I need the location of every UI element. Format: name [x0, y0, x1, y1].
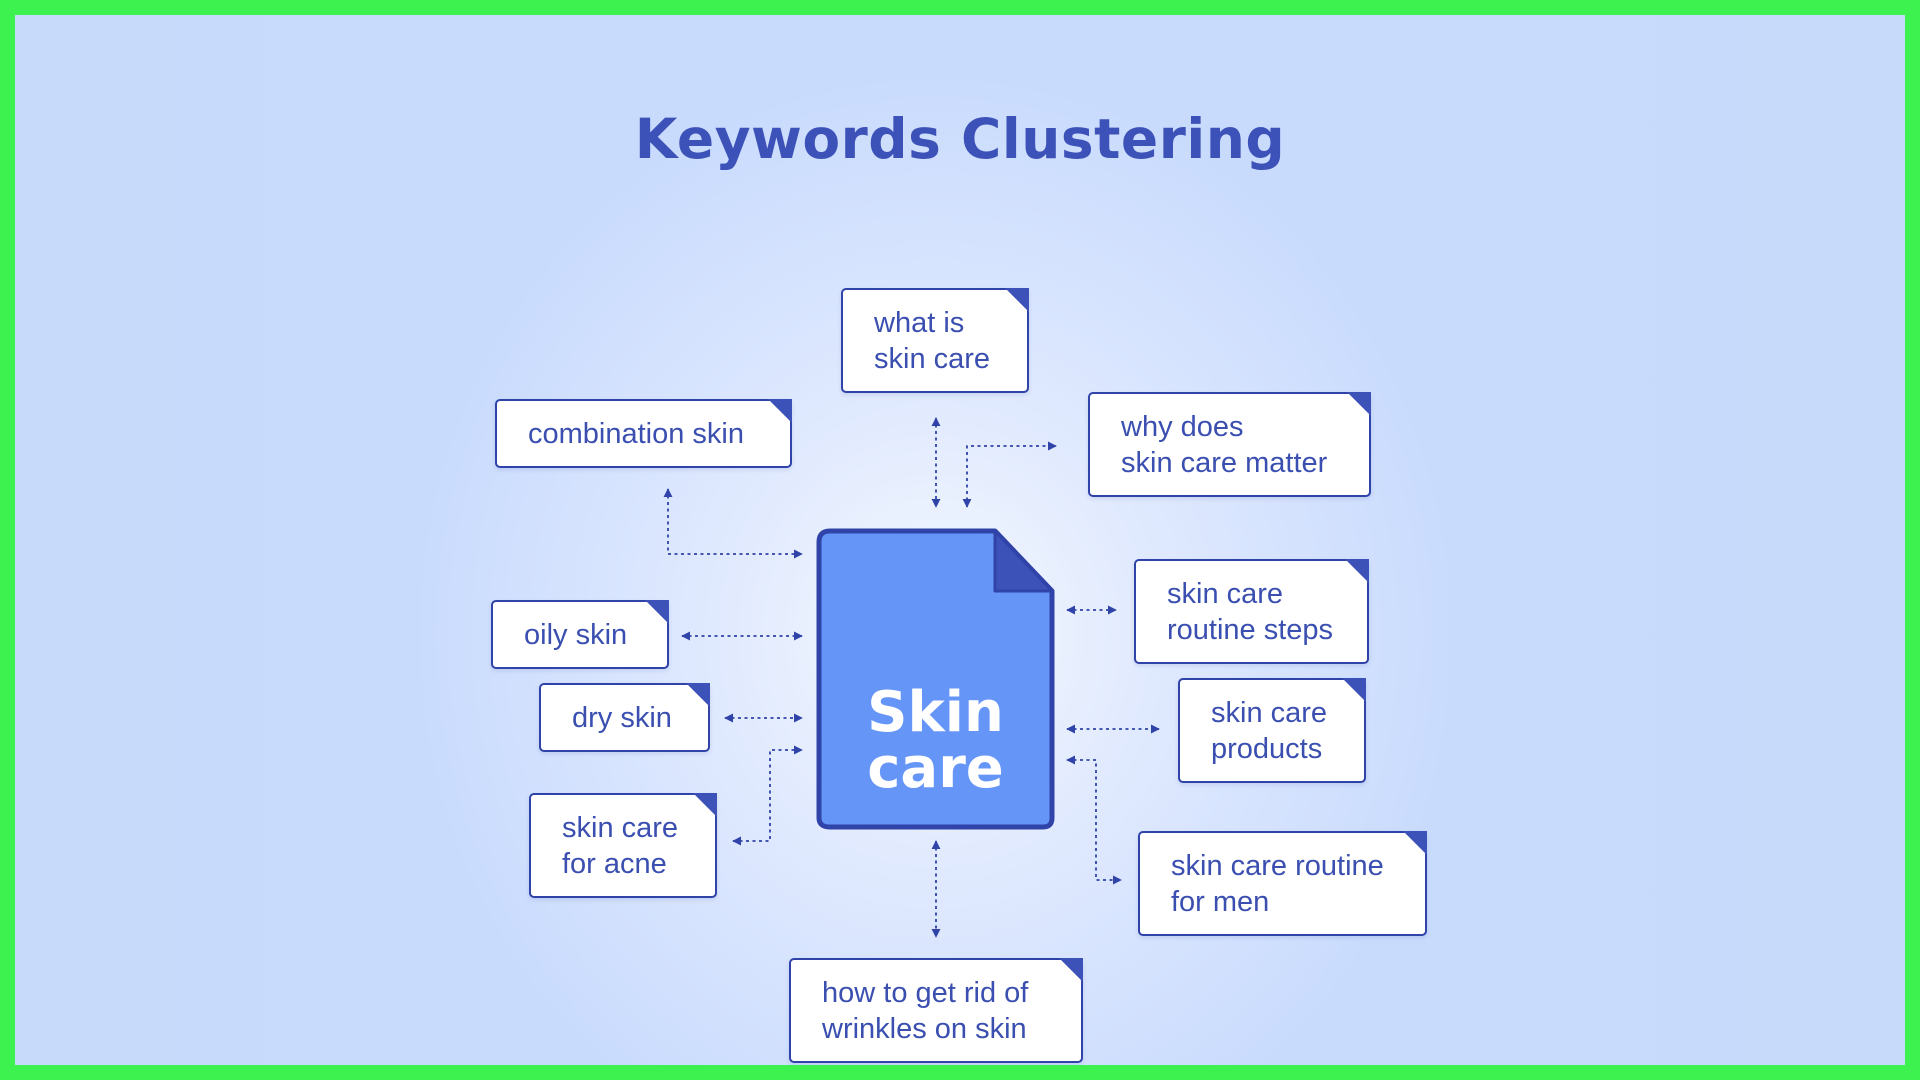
diagram-title: Keywords Clustering — [634, 107, 1286, 171]
keyword-label: skin care routine steps — [1167, 577, 1334, 646]
keyword-label: how to get rid of wrinkles on skin — [822, 976, 1029, 1045]
keyword-card-how-to-get-rid-of-wrinkles: how to get rid of wrinkles on skin — [789, 958, 1083, 1063]
keyword-label: skin care routine for men — [1171, 849, 1384, 918]
diagram-canvas: Keywords Clustering Skin care what is — [15, 15, 1905, 1065]
folded-corner-icon — [693, 793, 717, 817]
folded-corner-icon — [1345, 559, 1369, 583]
keyword-label: skin care products — [1211, 696, 1328, 765]
central-topic-label: Skin care — [867, 680, 1004, 801]
folded-corner-icon — [645, 600, 669, 624]
folded-corner-icon — [1403, 831, 1427, 855]
keyword-card-skin-care-for-acne: skin care for acne — [529, 793, 717, 898]
keyword-card-oily-skin: oily skin — [491, 600, 669, 669]
folded-corner-icon — [1005, 288, 1029, 312]
central-document: Skin care — [816, 528, 1055, 830]
keyword-label: why does skin care matter — [1121, 410, 1328, 479]
link-combination — [663, 488, 803, 559]
link-acne — [732, 745, 803, 846]
link-routine-men — [1066, 755, 1122, 885]
keyword-label: dry skin — [572, 701, 672, 734]
keyword-card-why-does-skin-care-matter: why does skin care matter — [1088, 392, 1371, 497]
folded-corner-icon — [1059, 958, 1083, 982]
folded-corner-icon — [686, 683, 710, 707]
keyword-label: combination skin — [528, 417, 744, 450]
keyword-card-skin-care-routine-steps: skin care routine steps — [1134, 559, 1369, 664]
keyword-card-combination-skin: combination skin — [495, 399, 792, 468]
folded-corner-icon — [1347, 392, 1371, 416]
folded-corner-icon — [768, 399, 792, 423]
document-icon — [816, 528, 1055, 830]
keyword-card-what-is-skin-care: what is skin care — [841, 288, 1029, 393]
connector-layer — [663, 417, 1160, 938]
keyword-card-skin-care-routine-for-men: skin care routine for men — [1138, 831, 1427, 936]
keyword-label: what is skin care — [874, 306, 991, 375]
link-why-does — [962, 441, 1057, 508]
keyword-label: oily skin — [524, 618, 628, 651]
keyword-label: skin care for acne — [562, 811, 679, 880]
folded-corner-icon — [1342, 678, 1366, 702]
keyword-card-skin-care-products: skin care products — [1178, 678, 1366, 783]
keyword-card-dry-skin: dry skin — [539, 683, 710, 752]
